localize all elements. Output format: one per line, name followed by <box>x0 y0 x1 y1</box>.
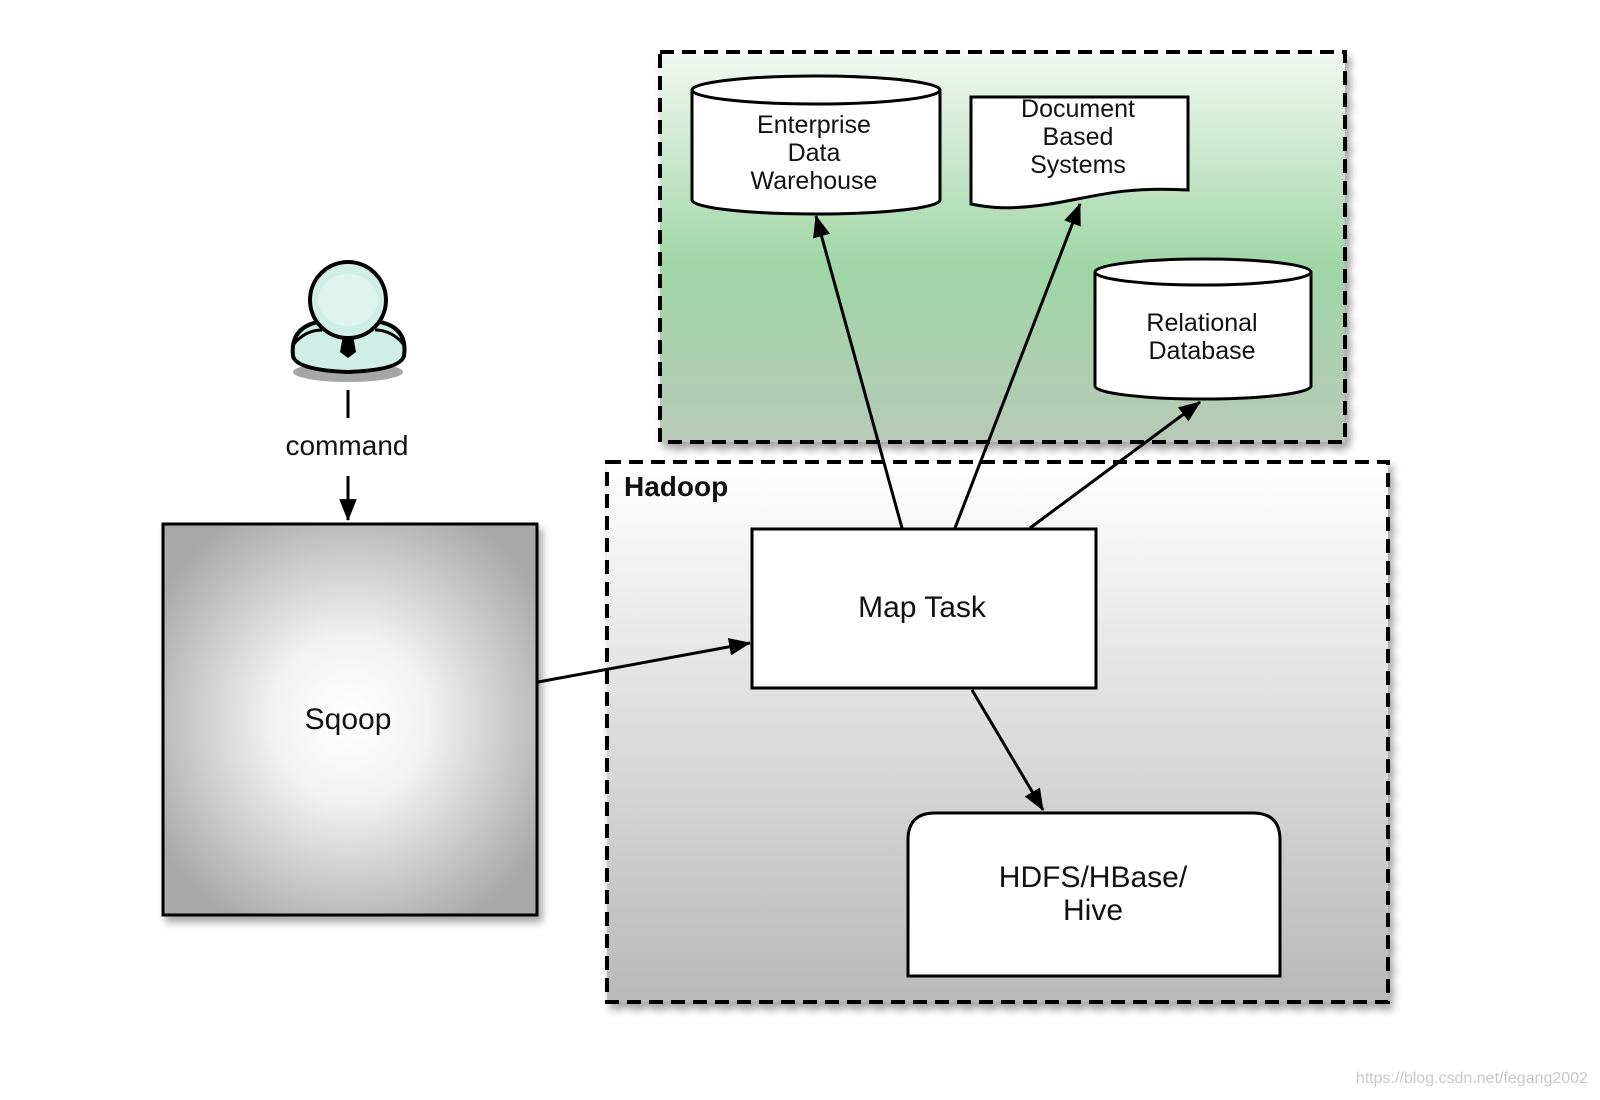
arrow-sqoop-to-map-task <box>537 638 752 684</box>
document-based-systems-shape: Document Based Systems <box>969 95 1190 210</box>
user-icon <box>290 260 407 418</box>
command-label: command <box>286 430 409 461</box>
relational-database-cylinder: Relational Database <box>1093 257 1313 401</box>
arrow-map-task-to-docs <box>953 202 1082 529</box>
map-task-label: Map Task <box>858 591 987 624</box>
docs-label-line-1: Document <box>1021 95 1135 123</box>
rdb-label-line-1: Relational <box>1146 309 1257 337</box>
sqoop-box: Sqoop <box>161 522 539 917</box>
enterprise-data-warehouse-cylinder: Enterprise Data Warehouse <box>690 74 942 216</box>
arrow-map-task-to-rdb <box>1029 400 1201 530</box>
edw-label-line-1: Enterprise <box>757 111 871 139</box>
sqoop-label: Sqoop <box>305 703 392 736</box>
arrow-map-task-to-edw <box>813 214 904 529</box>
storage-label-line-2: Hive <box>1063 894 1123 927</box>
arrow-map-task-to-storage <box>970 689 1045 811</box>
edw-label-line-3: Warehouse <box>751 167 878 195</box>
docs-label-line-2: Based <box>1043 123 1114 151</box>
storage-label-line-1: HDFS/HBase/ <box>999 861 1188 894</box>
rdb-label-line-2: Database <box>1148 337 1255 365</box>
map-task-box: Map Task <box>750 527 1098 690</box>
hadoop-title: Hadoop <box>624 471 728 502</box>
docs-label-line-3: Systems <box>1030 151 1126 179</box>
edw-label-line-2: Data <box>788 139 841 167</box>
watermark: https://blog.csdn.net/fegang2002 <box>1355 1070 1588 1087</box>
connectors <box>339 202 1201 811</box>
hdfs-hbase-hive-box: HDFS/HBase/ Hive <box>906 811 1282 978</box>
